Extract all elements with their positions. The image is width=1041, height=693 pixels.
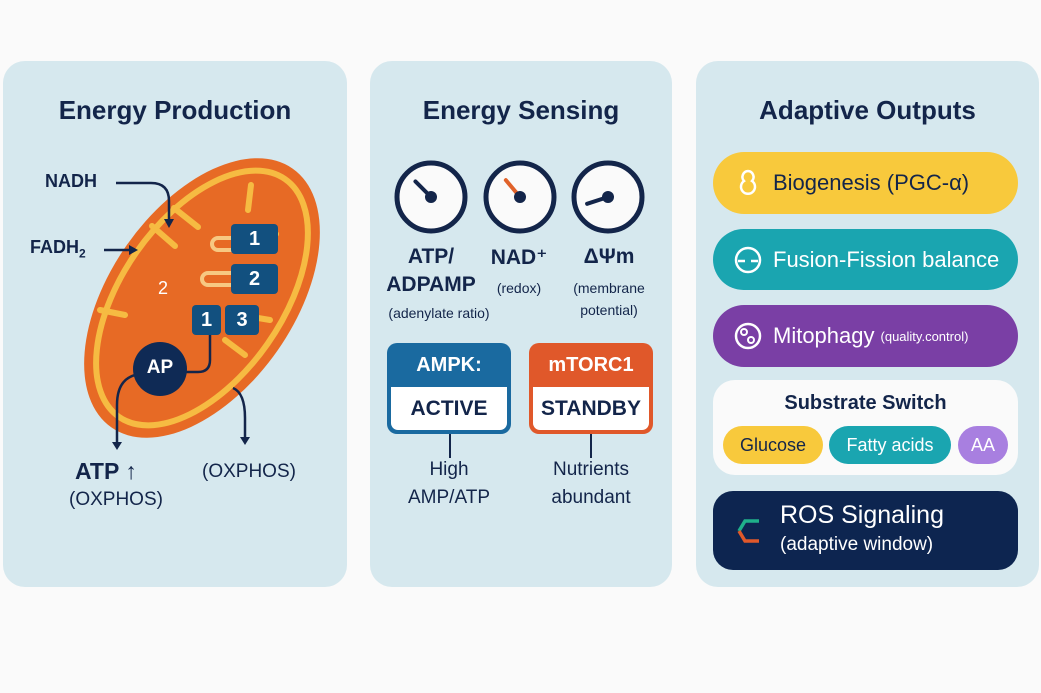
gauge-1-subtitle: (adenylate ratio) (388, 305, 490, 321)
panel-title: Energy Production (58, 95, 292, 125)
complex-1: 1 (231, 224, 278, 254)
ros-bracket-icon (737, 519, 759, 543)
fadh-subscript: 2 (79, 246, 86, 261)
gauge-2 (483, 160, 557, 234)
panel-title: Energy Sensing (422, 95, 620, 125)
gauge-3 (571, 160, 645, 234)
atp-label: ATP (75, 458, 119, 484)
ampk-state: ACTIVE (391, 387, 507, 430)
gauge-hub (425, 191, 437, 203)
mtorc1-status-box: mTORC1 STANDBY (529, 343, 653, 434)
mtorc1-state: STANDBY (533, 387, 649, 430)
substrate-switch-card: Substrate Switch Glucose Fatty acids AA (713, 380, 1018, 475)
mitophagy-pill: Mitophagy (quality.control) (713, 305, 1018, 367)
gauge-hub (602, 191, 614, 203)
mtorc1-trigger-1: Nutrients (552, 459, 630, 480)
ampk-trigger-1: High (429, 459, 469, 480)
mtorc1-header: mTORC1 (548, 354, 634, 376)
gauge-1-title-2: ADPAMP (386, 273, 476, 296)
gauge-1 (394, 160, 468, 234)
gauges (394, 160, 645, 234)
gauge-1-title-1: ATP/ (407, 245, 455, 268)
fusion-fission-icon (733, 245, 763, 275)
fadh2-label: FADH2 (30, 237, 86, 261)
ros-subtitle: (adaptive window) (780, 534, 934, 555)
ros-signaling-box: ROS Signaling (adaptive window) (713, 491, 1018, 570)
mtorc1-connector (590, 434, 592, 458)
mitophagy-label: Mitophagy (773, 323, 875, 348)
gauge-hub (514, 191, 526, 203)
biogenesis-icon (733, 168, 763, 198)
fusion-fission-label: Fusion-Fission balance (773, 246, 1000, 272)
complex-2: 2 (231, 264, 278, 294)
ampk-header: AMPK: (416, 354, 482, 376)
atp-output: ATP ↑ (75, 458, 137, 485)
gauge-2-title: NAD⁺ (490, 246, 548, 269)
gauge-3-subtitle-2: potential) (580, 302, 638, 318)
biogenesis-pill: Biogenesis (PGC-α) (713, 152, 1018, 214)
atp-oxphos-label: (OXPHOS) (69, 489, 163, 510)
energy-production-panel: Energy Production (3, 61, 347, 587)
fadh-text: FADH (30, 237, 79, 257)
complex-3: 3 (225, 305, 259, 335)
gauge-3-subtitle-1: (membrane (573, 280, 645, 296)
complex-1-b: 1 (192, 305, 221, 335)
energy-sensing-panel: Energy Sensing ATP/ ADPAMP (adenylate ra… (370, 61, 672, 587)
arrow-up-icon: ↑ (125, 458, 137, 484)
biogenesis-label: Biogenesis (PGC-α) (773, 170, 970, 195)
mitochondrion-diagram (84, 158, 320, 450)
gauge-3-title: ΔΨm (583, 245, 635, 268)
chip-amino-acids: AA (958, 426, 1008, 464)
mtorc1-trigger-2: abundant (551, 487, 631, 508)
chip-glucose: Glucose (723, 426, 823, 464)
ros-title: ROS Signaling (780, 501, 944, 529)
gauge-2-subtitle: (redox) (496, 280, 542, 296)
ampk-trigger-2: AMP/ATP (408, 487, 490, 508)
nadh-label: NADH (45, 171, 97, 191)
mitophagy-icon (733, 321, 763, 351)
mitochondrion-inner-membrane (93, 167, 311, 429)
mitophagy-note: (quality.control) (880, 328, 969, 344)
adaptive-outputs-panel: Adaptive Outputs Biogenesis (PGC-α) Fusi… (696, 61, 1039, 587)
matrix-label: 2 (158, 278, 169, 298)
right-oxphos-label: (OXPHOS) (202, 461, 296, 482)
chip-fatty-acids: Fatty acids (829, 426, 951, 464)
atp-synthase (133, 342, 187, 396)
synthase-label: AP (146, 357, 174, 378)
panel-title: Adaptive Outputs (759, 95, 976, 125)
ampk-connector (449, 434, 451, 458)
ampk-status-box: AMPK: ACTIVE (387, 343, 511, 434)
substrate-title: Substrate Switch (784, 392, 947, 414)
fusion-fission-pill: Fusion-Fission balance (713, 229, 1018, 290)
